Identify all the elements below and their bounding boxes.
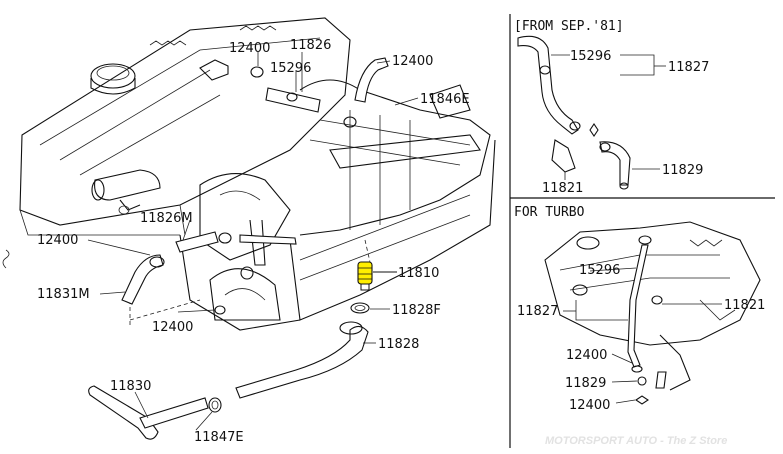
panel-dividers [509, 14, 775, 448]
callout-12400-top: 12400 [229, 41, 270, 56]
section-title-from-sep-81: [FROM SEP.'81] [514, 19, 624, 34]
callout-sep81-11827: 11827 [668, 60, 709, 75]
callout-11846E: 11846E [420, 92, 470, 107]
callout-12400-right: 12400 [392, 54, 433, 69]
callout-sep81-11821: 11821 [542, 181, 583, 196]
callout-turbo-12400-a: 12400 [566, 348, 607, 363]
watermark-text: MOTORSPORT AUTO - The Z Store [545, 435, 727, 447]
callout-turbo-12400-b: 12400 [569, 398, 610, 413]
callout-12400-left: 12400 [37, 233, 78, 248]
callout-11826: 11826 [290, 38, 331, 53]
main-parts [88, 66, 373, 440]
callout-11810: 11810 [398, 266, 439, 281]
section-for-turbo: FOR TURBO 15296 11827 11821 12400 11829 … [514, 205, 765, 413]
main-leader-lines [87, 52, 419, 431]
pcv-valve-11810 [357, 261, 373, 291]
callout-11847E: 11847E [194, 430, 244, 445]
callout-turbo-15296: 15296 [579, 263, 620, 278]
callout-turbo-11829: 11829 [565, 376, 606, 391]
section-title-for-turbo: FOR TURBO [514, 205, 585, 220]
callout-12400-bottom: 12400 [152, 320, 193, 335]
callout-11828F: 11828F [392, 303, 441, 318]
section-from-sep-81: [FROM SEP.'81] 15296 11827 11821 11829 [514, 19, 709, 196]
callout-11830: 11830 [110, 379, 151, 394]
callout-11831M: 11831M [37, 287, 90, 302]
callout-sep81-15296: 15296 [570, 49, 611, 64]
callout-11828: 11828 [378, 337, 419, 352]
callout-turbo-11827: 11827 [517, 304, 558, 319]
engine-drawing [2, 17, 496, 331]
callout-11826M: 11826M [140, 211, 193, 226]
callout-15296: 15296 [270, 61, 311, 76]
callout-turbo-11821: 11821 [724, 298, 765, 313]
main-callouts: 12400 11826 15296 12400 11846E 11826M 12… [37, 38, 470, 445]
callout-sep81-11829: 11829 [662, 163, 703, 178]
